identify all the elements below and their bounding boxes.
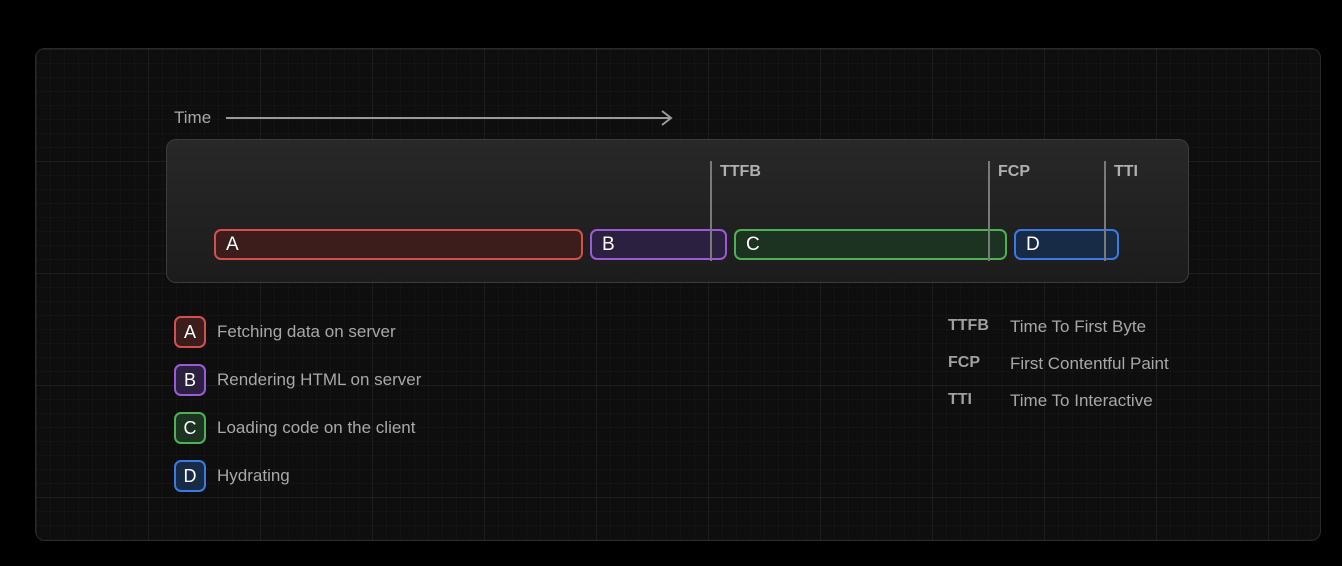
timeline-bar-c: C bbox=[734, 229, 1007, 260]
diagram-panel bbox=[35, 48, 1321, 541]
timeline-bar-a: A bbox=[214, 229, 583, 260]
timeline-bar-b: B bbox=[590, 229, 727, 260]
legend-text-d: Hydrating bbox=[217, 466, 290, 485]
legend-badge-a: A bbox=[174, 316, 206, 348]
legend-badge-c: C bbox=[174, 412, 206, 444]
glossary-def-tti: Time To Interactive bbox=[1010, 391, 1153, 410]
marker-line-ttfb bbox=[710, 161, 712, 261]
legend-badge-b: B bbox=[174, 364, 206, 396]
glossary-abbr-tti: TTI bbox=[948, 391, 972, 408]
marker-label-fcp: FCP bbox=[998, 163, 1030, 180]
glossary-abbr-fcp: FCP bbox=[948, 354, 980, 371]
legend-text-a: Fetching data on server bbox=[217, 322, 396, 341]
time-axis-label: Time bbox=[174, 108, 212, 127]
marker-line-fcp bbox=[988, 161, 990, 261]
timeline-bar-d: D bbox=[1014, 229, 1119, 260]
glossary-def-fcp: First Contentful Paint bbox=[1010, 354, 1169, 373]
timeline-track bbox=[166, 139, 1189, 283]
glossary-def-ttfb: Time To First Byte bbox=[1010, 317, 1147, 336]
legend-text-c: Loading code on the client bbox=[217, 418, 416, 437]
legend-badge-d: D bbox=[174, 460, 206, 492]
marker-label-tti: TTI bbox=[1114, 163, 1138, 180]
glossary-abbr-ttfb: TTFB bbox=[948, 317, 989, 334]
marker-label-ttfb: TTFB bbox=[720, 163, 761, 180]
legend-text-b: Rendering HTML on server bbox=[217, 370, 422, 389]
time-arrow-icon bbox=[226, 110, 673, 126]
marker-line-tti bbox=[1104, 161, 1106, 261]
